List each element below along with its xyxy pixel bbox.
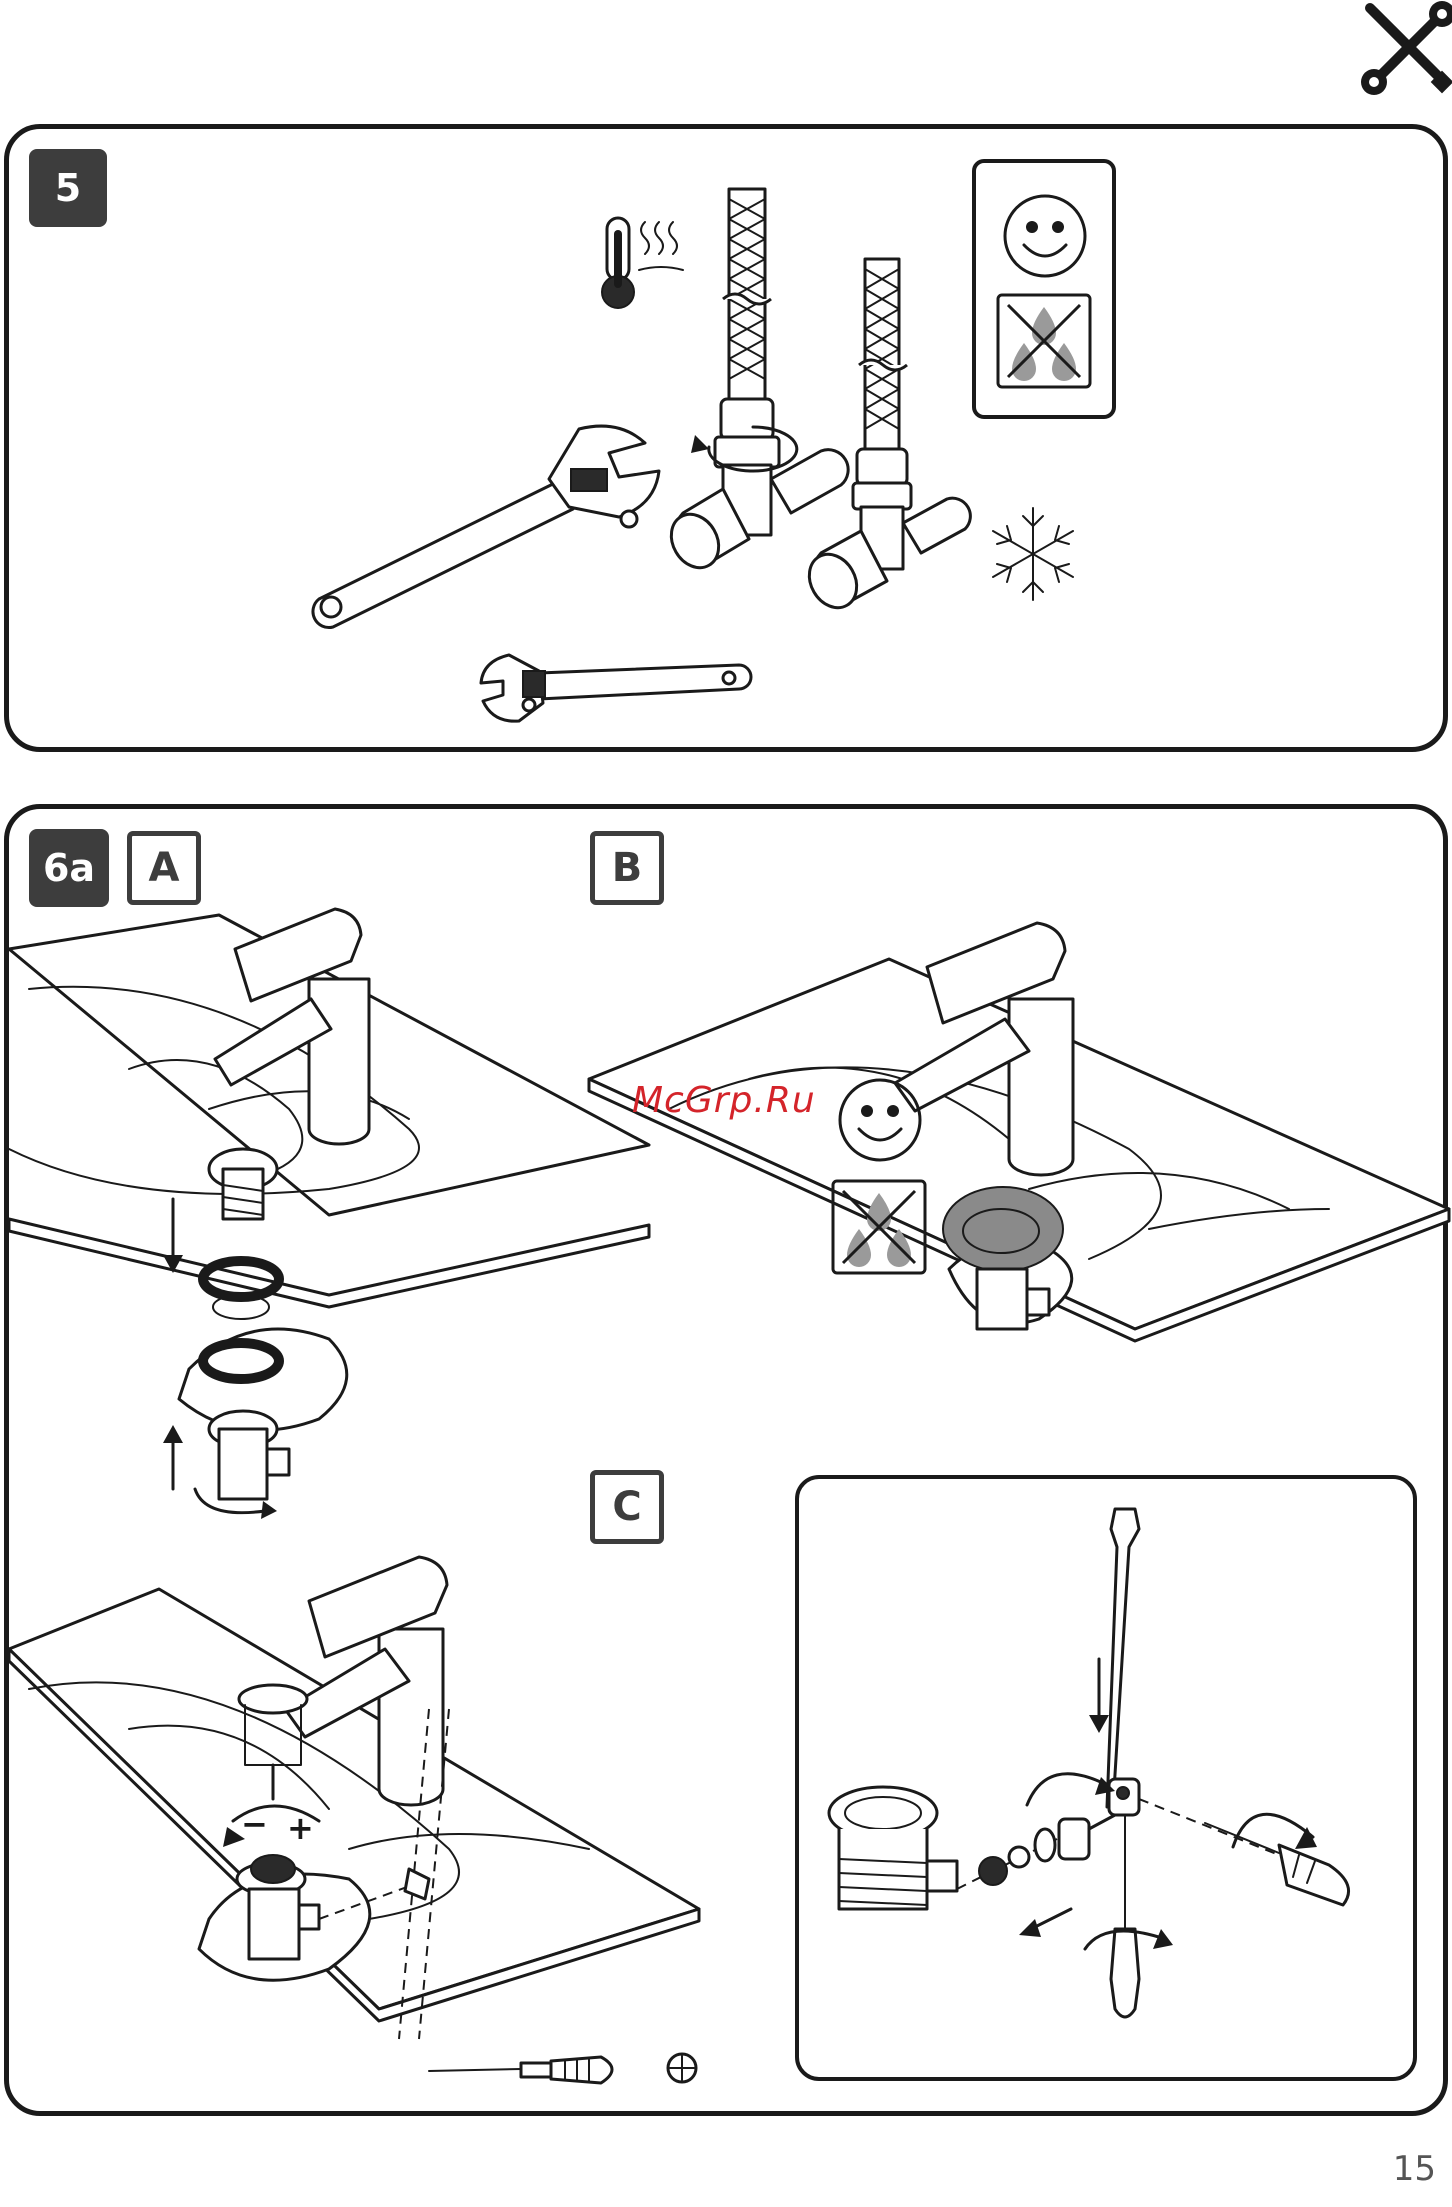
snowflake-icon: [983, 504, 1083, 604]
popup-detail-inset: [795, 1475, 1417, 2081]
watermark-text: McGrp.Ru: [632, 1080, 816, 1121]
no-drip-icon: [831, 1179, 927, 1275]
adjust-minus-label: −: [241, 1805, 268, 1843]
phillips-head-icon: [665, 2051, 699, 2085]
status-box: [972, 159, 1116, 419]
angle-valves-with-hoses: [649, 179, 969, 629]
adjustable-wrench-icon: [479, 645, 769, 725]
smiley-icon: [835, 1075, 925, 1165]
smiley-icon: [1000, 191, 1090, 281]
basin-popup-c: [9, 1509, 709, 2109]
step-5-badge: 5: [29, 149, 107, 227]
page-number: 15: [1393, 2149, 1436, 2189]
adjustable-wrench-large: [299, 399, 679, 639]
wrench-screwdriver-icon: [1356, 0, 1452, 100]
phillips-screwdriver-icon: [425, 2049, 625, 2089]
popup-mechanism-detail: [809, 1489, 1409, 2069]
step-6a-panel: 6a A B C: [4, 804, 1448, 2116]
step-5-panel: 5: [4, 124, 1448, 752]
basin-drain-install-a: [9, 869, 659, 1509]
basin-installed-b: [589, 869, 1449, 1429]
adjust-plus-label: +: [287, 1809, 314, 1847]
no-drip-icon: [996, 293, 1092, 389]
